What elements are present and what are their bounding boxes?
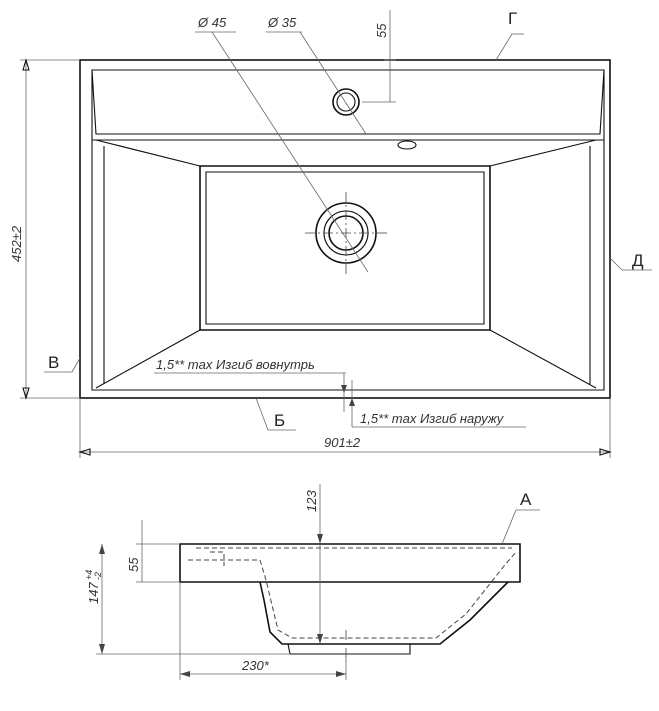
note-bend-inward: 1,5** max Изгиб вовнутрь: [156, 357, 315, 372]
basin-wall-edge: [489, 329, 597, 389]
arrow: [317, 534, 323, 544]
dim-total-147-tol-upper: +4: [84, 570, 94, 580]
arrow: [99, 644, 105, 654]
sink-rim-inner-outline: [91, 69, 605, 391]
arrow: [341, 385, 347, 393]
dim-total-147: 147: [86, 582, 101, 604]
sink-outer-outline: [79, 59, 611, 399]
dim-width: 901±2: [324, 435, 361, 450]
arrow: [78, 448, 91, 456]
note-bend-outward: 1,5** max Изгиб наружу: [360, 411, 505, 426]
basin-wall-edge: [95, 329, 201, 389]
top-view: Ø 45 Ø 35 55 452±2 901±2 1,5** max Изгиб…: [9, 9, 652, 458]
callout-b: Б: [274, 411, 285, 430]
dim-hole-small: Ø 35: [267, 15, 297, 30]
callout-d-leader: [609, 257, 623, 271]
callout-g-leader: [495, 33, 513, 61]
basin-bottom-inner: [205, 171, 485, 325]
dim-depth-123: 123: [304, 490, 319, 512]
faucet-hole-inner: [336, 92, 356, 112]
arrow: [22, 387, 30, 400]
side-view: 123 55 147 +4 -2 230* А: [84, 484, 540, 680]
dim-rim-55: 55: [126, 557, 141, 572]
side-hidden-shelf: [210, 551, 225, 566]
arrow: [99, 544, 105, 554]
dim-total-147-tol-lower: -2: [93, 572, 103, 580]
dim-hole-large: Ø 45: [197, 15, 227, 30]
callout-b-leader: [255, 397, 269, 431]
callout-d: Д: [632, 251, 644, 270]
callout-a-leader: [501, 509, 517, 545]
callout-v-leader: [71, 357, 81, 373]
side-rim: [179, 543, 521, 583]
back-shelf: [91, 69, 605, 135]
arrow: [22, 58, 30, 71]
d45-leader: [211, 31, 369, 273]
basin-wall-edge: [489, 139, 597, 167]
basin-bottom: [199, 165, 491, 331]
callout-g: Г: [508, 9, 517, 28]
arrow: [317, 634, 323, 644]
faucet-hole: [332, 88, 360, 116]
side-hidden-inner: [188, 551, 517, 639]
dim-drain-230: 230*: [241, 658, 270, 673]
callout-a: А: [520, 490, 532, 509]
drain-outer: [315, 202, 377, 264]
dim-height: 452±2: [9, 225, 24, 262]
overflow-slot: [397, 140, 417, 150]
basin-wall-edge: [95, 139, 201, 167]
d35-leader: [299, 31, 367, 135]
dim-offset-55: 55: [374, 23, 389, 38]
arrow: [180, 671, 190, 677]
arrow: [599, 448, 612, 456]
side-basin-outline: [259, 581, 509, 645]
side-drain: [287, 643, 411, 655]
dim-total-147-group: 147 +4 -2: [84, 570, 103, 604]
callout-v: В: [48, 353, 59, 372]
arrow: [336, 671, 346, 677]
arrow: [349, 398, 355, 406]
